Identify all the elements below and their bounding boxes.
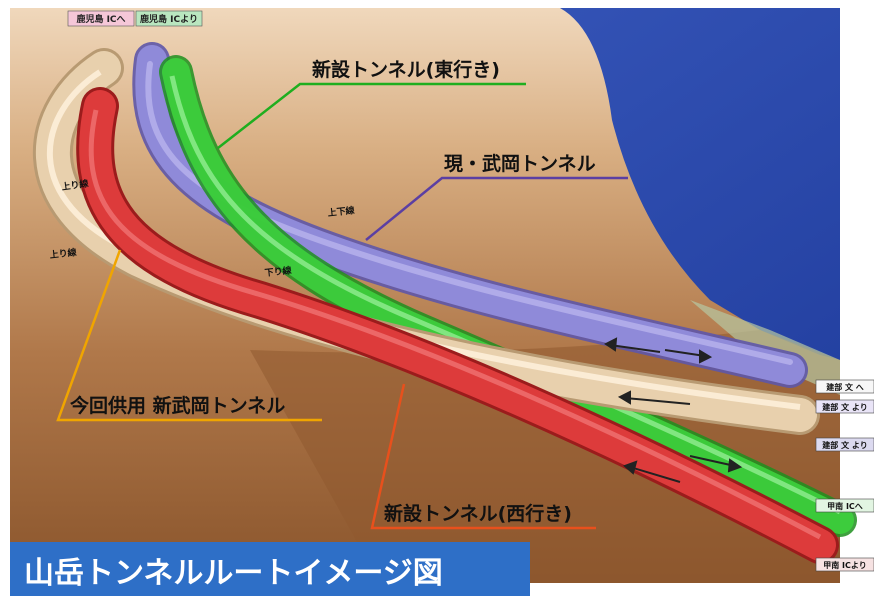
label-up-line-1: 上り線 (61, 177, 89, 193)
sign-kagoshima-from-text: 鹿児島 ICより (139, 13, 198, 25)
callout-line-current (365, 176, 628, 241)
arrow-west (629, 466, 681, 483)
west-tunnel (79, 90, 836, 561)
callout-line-west (370, 383, 596, 530)
sign-r1-text: 建部 文 へ (825, 382, 864, 392)
sign-kagoshima-to-text: 鹿児島 ICへ (75, 13, 125, 25)
label-down-line: 下り線 (264, 264, 292, 279)
arrowhead-new (617, 390, 631, 405)
sign-r1 (815, 379, 874, 394)
east-tunnel-highlight (169, 75, 842, 515)
current-tunnel-highlight (145, 61, 793, 365)
sign-r5-text: 甲南 ICより (823, 560, 866, 570)
arrowhead-east (727, 458, 743, 473)
label-current-tunnel: 現・武岡トンネル (444, 153, 596, 175)
sign-r3-text: 建部 文 より (821, 440, 867, 450)
arrow-current-1 (609, 344, 661, 353)
sign-r2 (815, 399, 874, 414)
sign-r4 (815, 498, 874, 513)
arrow-new (624, 397, 691, 405)
west-tunnel-highlight (88, 109, 822, 540)
callout-line-east (217, 82, 526, 149)
direction-arrows (604, 337, 743, 483)
sign-kagoshima-from (135, 10, 203, 27)
sign-r5 (815, 557, 874, 572)
label-west-tunnel: 新設トンネル(西行き) (384, 502, 572, 525)
diagram-title: 山岳トンネルルートイメージ図 (24, 556, 443, 591)
sign-r4-text: 甲南 ICへ (827, 501, 863, 511)
sign-kagoshima-to (67, 10, 135, 27)
callout-line-new (56, 249, 322, 422)
label-up-line-2: 上り線 (49, 246, 77, 261)
sign-r3 (815, 437, 874, 452)
arrow-current-2 (664, 349, 706, 357)
label-updown-line: 上下線 (327, 204, 355, 219)
right-signs: 建部 文 へ 建部 文 より 建部 文 より 甲南 ICへ 甲南 ICより (815, 379, 874, 572)
arrowhead-west (623, 460, 638, 475)
title-banner (10, 542, 530, 596)
arrowhead-current-1 (604, 337, 618, 352)
arrowhead-current-2 (699, 349, 713, 364)
label-new-tunnel: 今回供用 新武岡トンネル (69, 394, 285, 417)
label-east-tunnel: 新設トンネル(東行き) (312, 58, 500, 81)
sign-r2-text: 建部 文 より (821, 402, 867, 412)
arrow-east (689, 455, 736, 467)
